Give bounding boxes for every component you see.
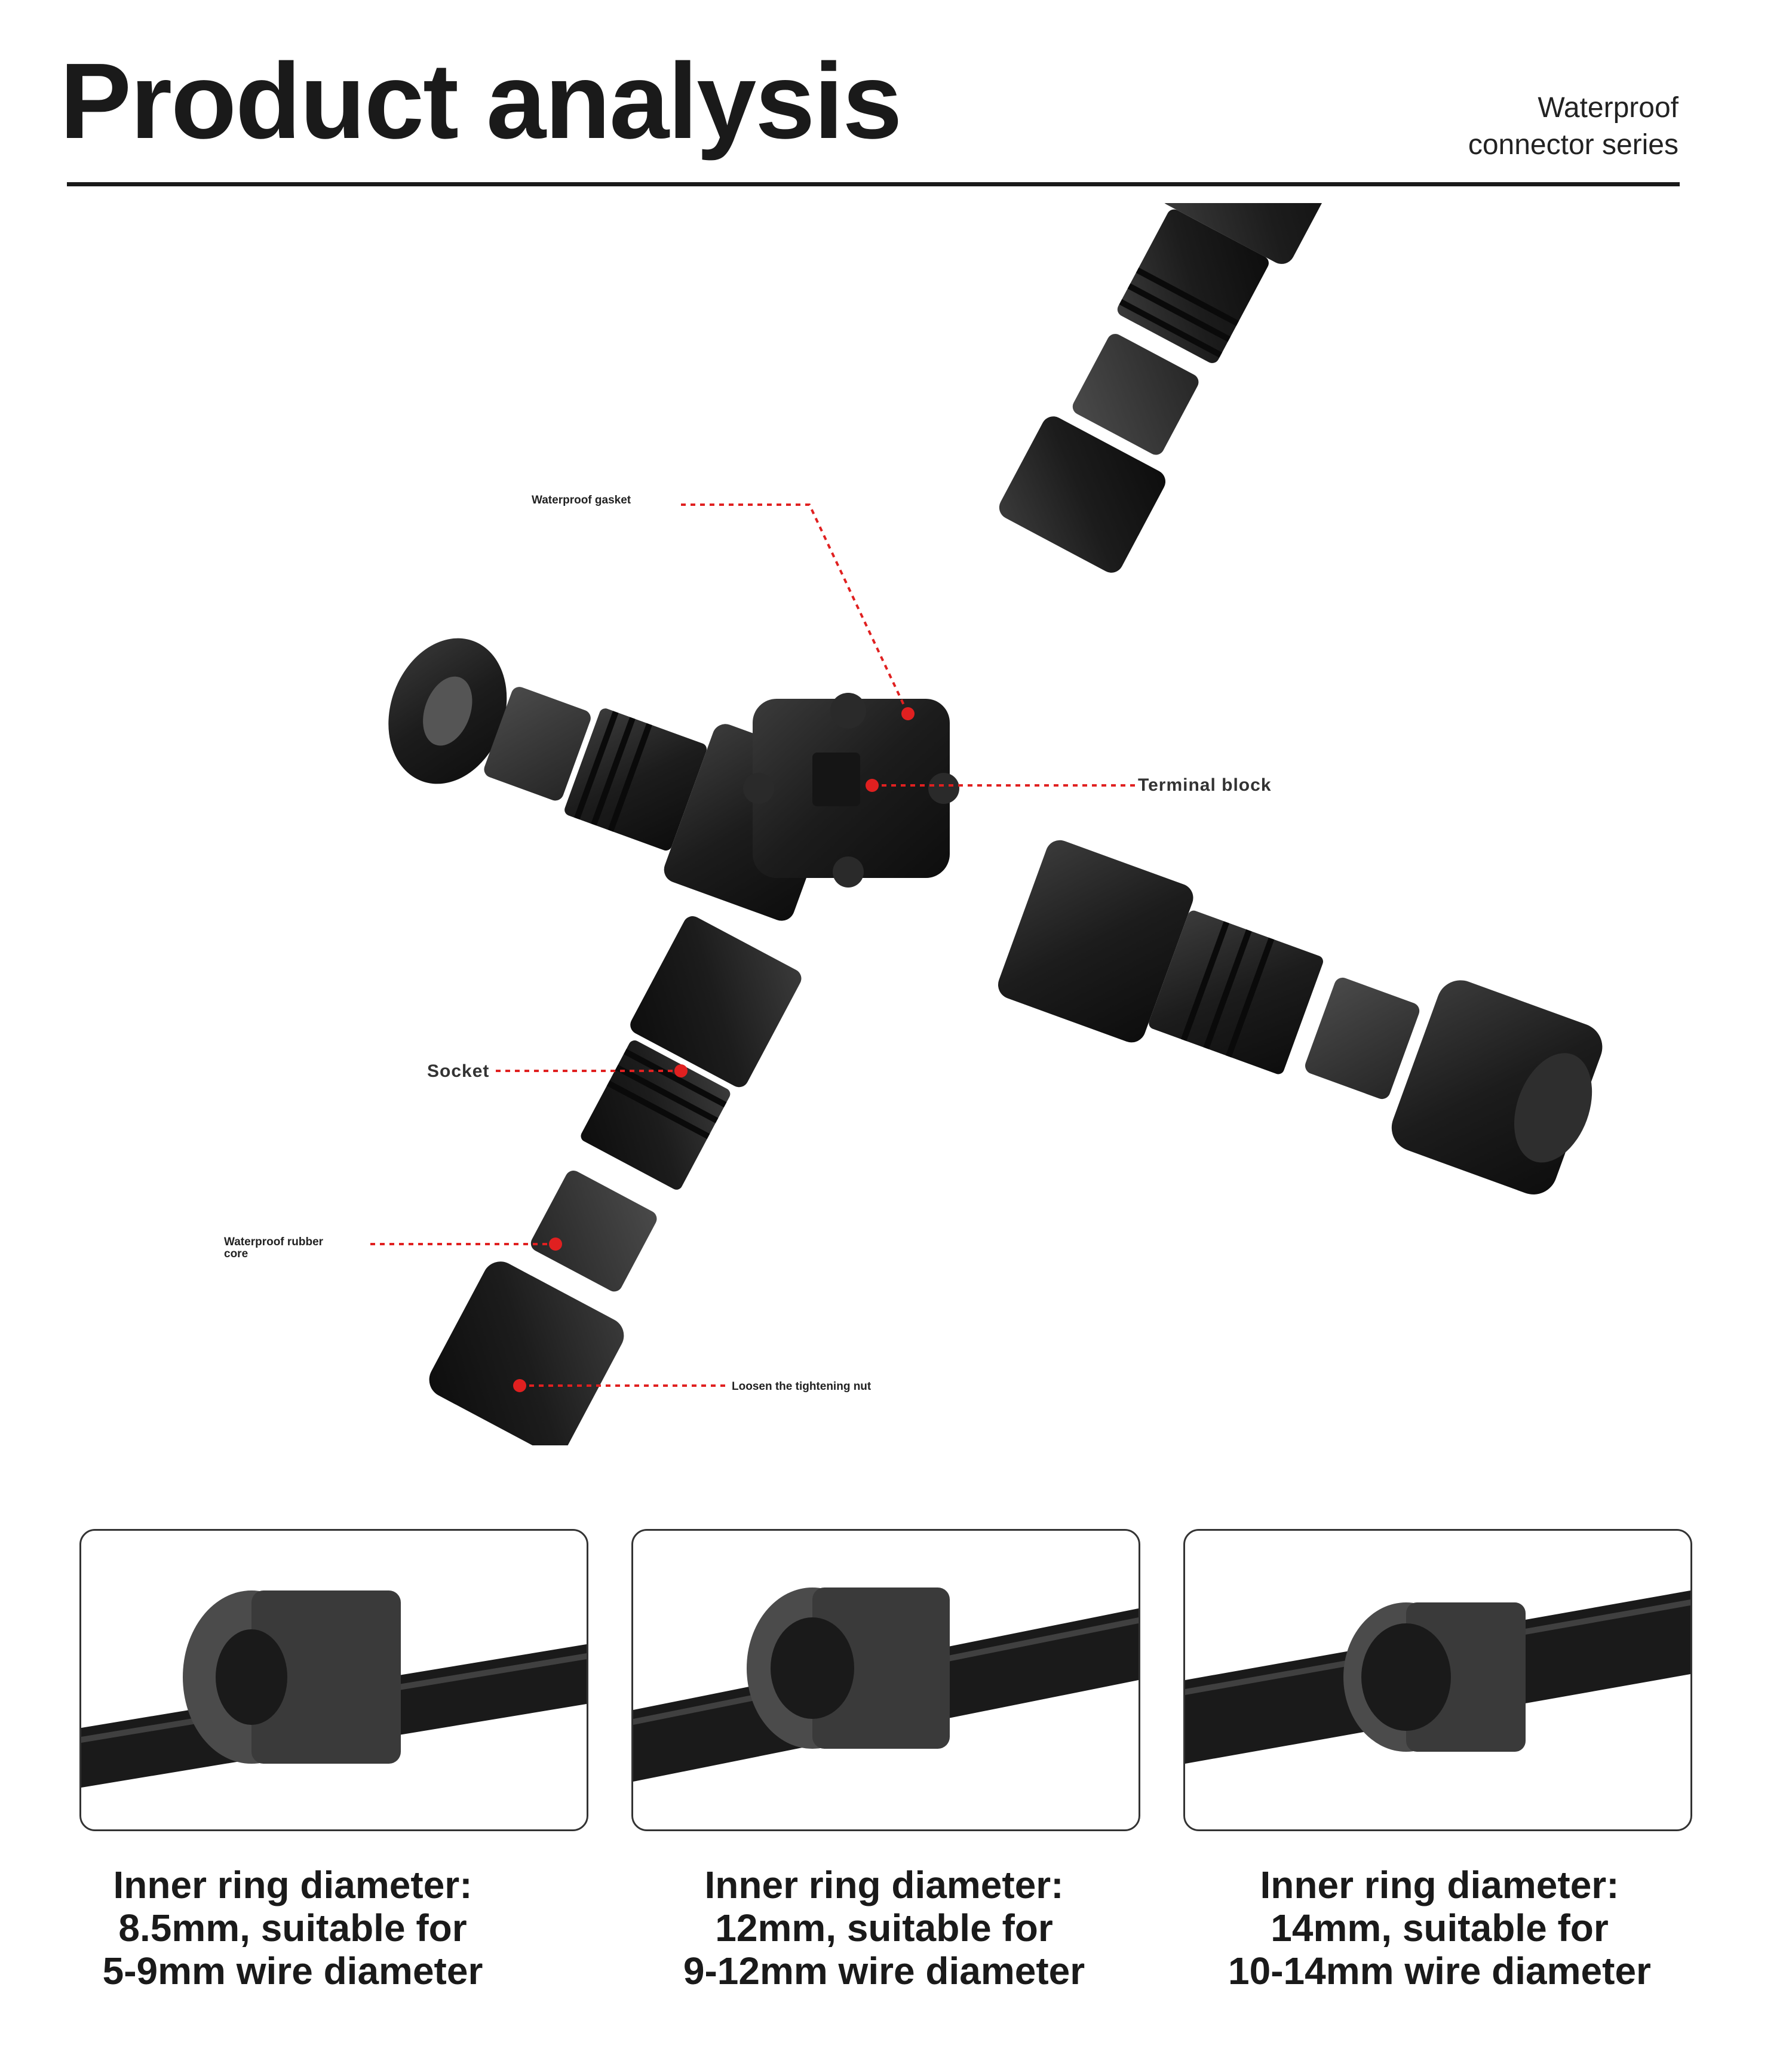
callout-terminal-block: Terminal block bbox=[1138, 775, 1272, 795]
caption-line: Inner ring diameter: bbox=[1260, 1863, 1619, 1906]
page-title: Product analysis bbox=[60, 41, 903, 161]
caption-line: 9-12mm wire diameter bbox=[683, 1949, 1085, 1992]
caption-line: Inner ring diameter: bbox=[704, 1863, 1064, 1906]
ring-on-cable-image bbox=[81, 1590, 587, 1788]
caption-line: 8.5mm, suitable for bbox=[118, 1906, 467, 1949]
marker-dots bbox=[513, 707, 915, 1392]
arm-right bbox=[998, 840, 1603, 1195]
callout-rubber-core: Waterproof rubber core bbox=[224, 1236, 323, 1260]
caption-line: 10-14mm wire diameter bbox=[1228, 1949, 1651, 1992]
panel-ring-8-5mm bbox=[79, 1529, 588, 1831]
leader-lines bbox=[370, 503, 1135, 1387]
series-label-line1: Waterproof bbox=[1538, 92, 1679, 124]
ring-on-cable-image bbox=[1185, 1590, 1690, 1764]
caption-ring-8-5mm: Inner ring diameter: 8.5mm, suitable for… bbox=[24, 1863, 561, 1992]
series-label-line2: connector series bbox=[1468, 129, 1679, 161]
callout-rubber-core-line1: Waterproof rubber bbox=[224, 1236, 324, 1248]
arm-top-right bbox=[999, 66, 1355, 573]
exploded-connector-diagram: Waterproof gasket Terminal block Socket … bbox=[0, 66, 1792, 1454]
caption-ring-14mm: Inner ring diameter: 14mm, suitable for … bbox=[1171, 1863, 1708, 1992]
callout-socket: Socket bbox=[427, 1061, 490, 1081]
callout-tightening-nut: Loosen the tightening nut bbox=[732, 1380, 872, 1393]
terminal-block-body bbox=[743, 693, 959, 888]
arm-bottom-left bbox=[429, 916, 802, 1454]
callout-waterproof-gasket: Waterproof gasket bbox=[532, 494, 631, 506]
panel-ring-12mm bbox=[631, 1529, 1140, 1831]
caption-line: 5-9mm wire diameter bbox=[102, 1949, 483, 1992]
header-divider bbox=[67, 182, 1680, 186]
connector-illustration bbox=[370, 66, 1603, 1454]
caption-line: Inner ring diameter: bbox=[113, 1863, 472, 1906]
series-label: Waterproof connector series bbox=[1468, 90, 1679, 164]
panel-ring-14mm bbox=[1183, 1529, 1692, 1831]
caption-line: 14mm, suitable for bbox=[1271, 1906, 1609, 1949]
caption-ring-12mm: Inner ring diameter: 12mm, suitable for … bbox=[615, 1863, 1153, 1992]
caption-line: 12mm, suitable for bbox=[715, 1906, 1053, 1949]
callout-rubber-core-line2: core bbox=[224, 1248, 248, 1260]
ring-on-cable-image bbox=[633, 1588, 1139, 1782]
